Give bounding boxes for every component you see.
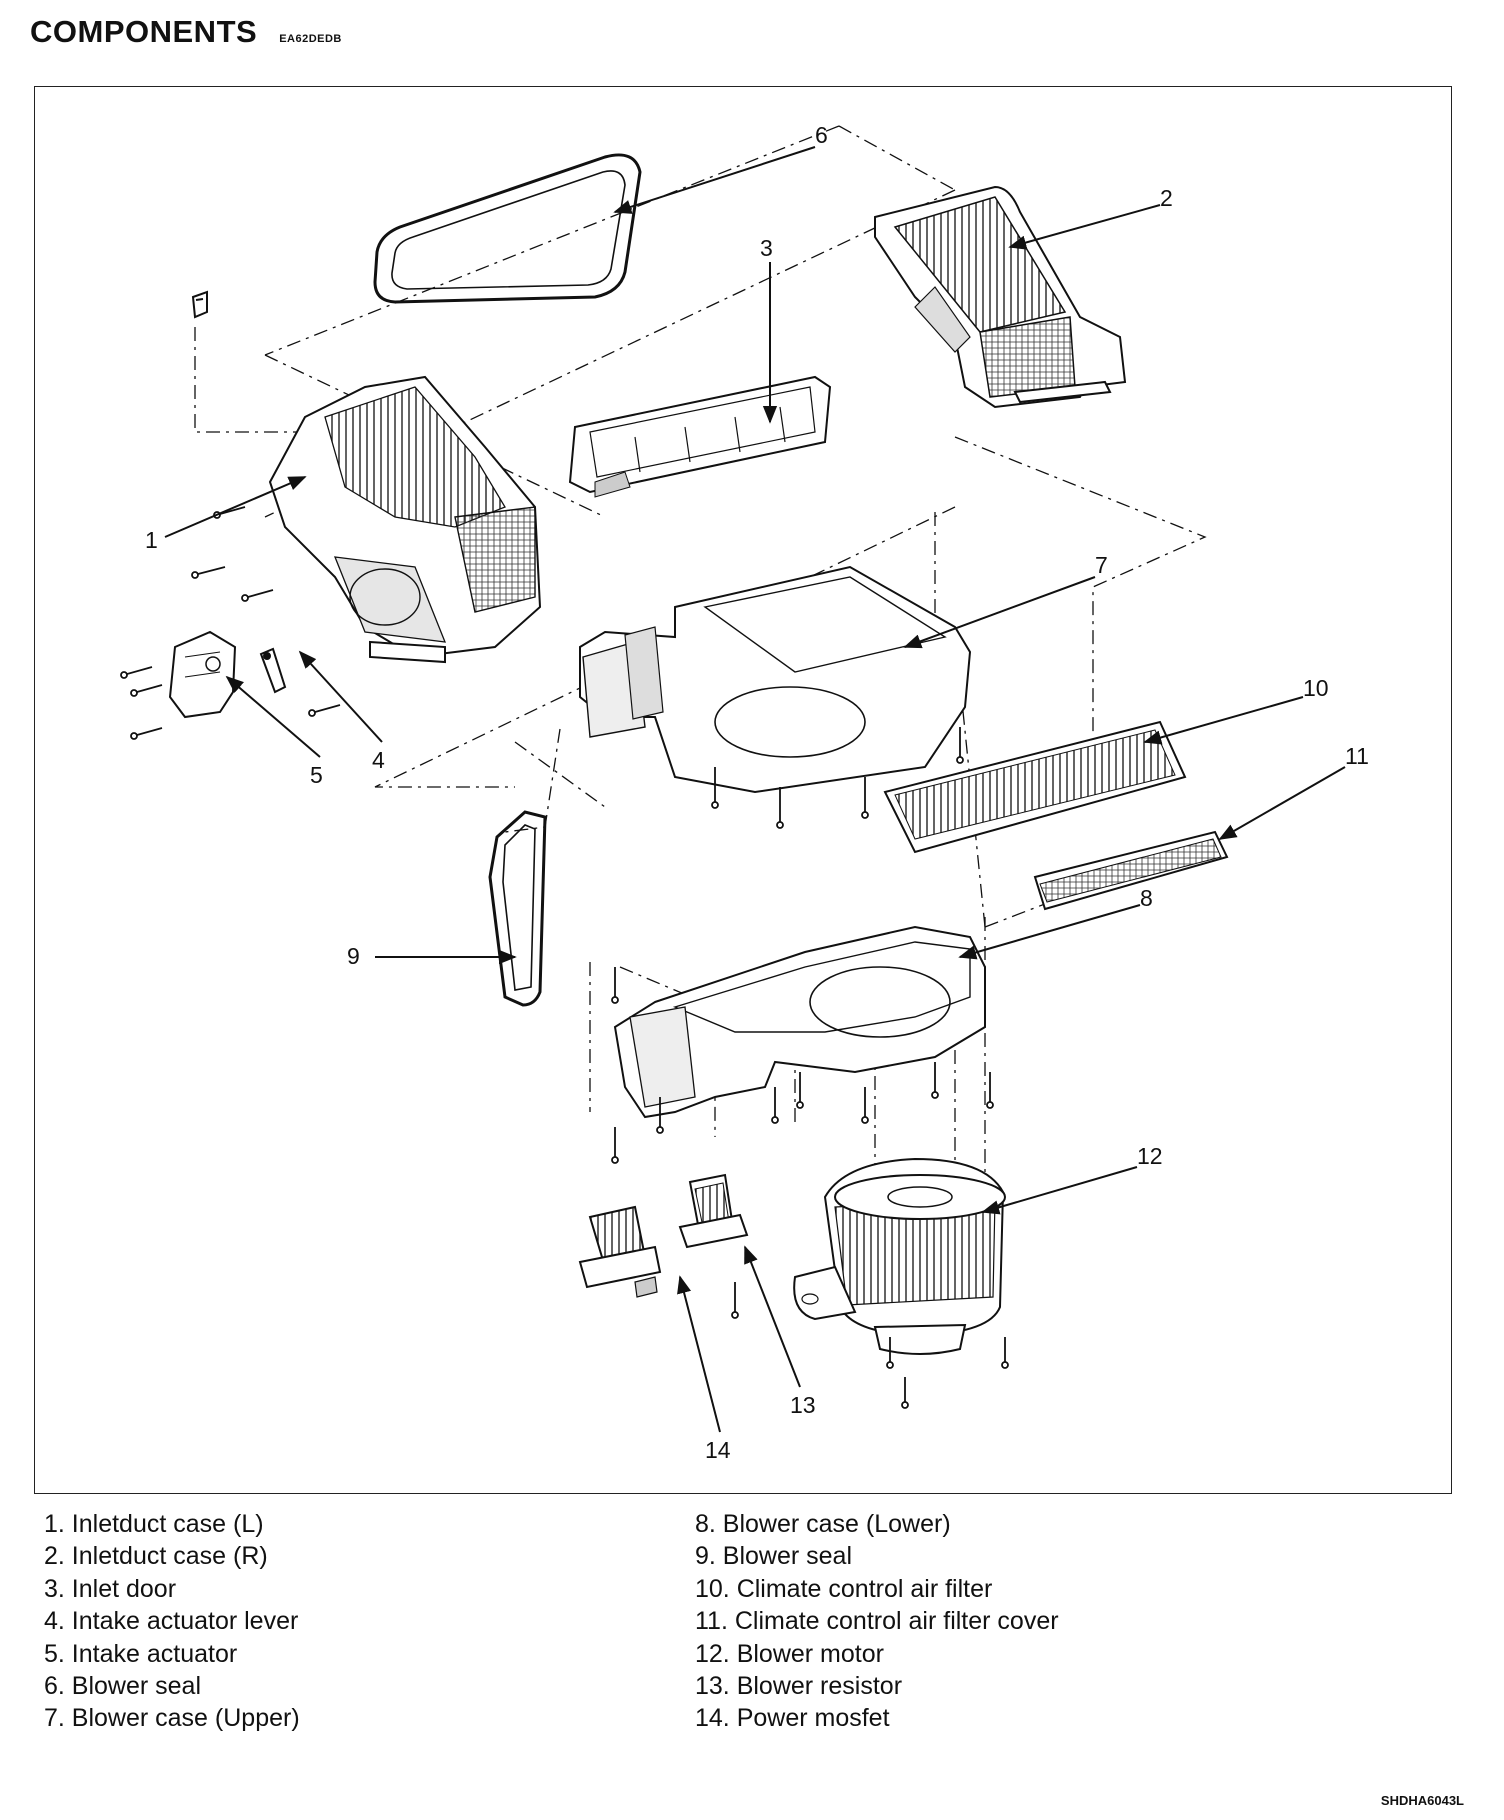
screws-upper-case-group xyxy=(711,727,964,829)
legend-left-column: 1. Inletduct case (L) 2. Inletduct case … xyxy=(44,1508,300,1735)
screws-left-group xyxy=(120,506,341,740)
callout-13: 13 xyxy=(790,1392,816,1418)
callout-labels: 1 2 3 4 5 6 7 8 9 10 11 12 13 14 xyxy=(35,87,1453,1495)
legend-item: 2. Inletduct case (R) xyxy=(44,1542,268,1571)
blower-resistor-shape xyxy=(678,1173,749,1249)
power-mosfet-shape xyxy=(578,1205,662,1298)
figure-code: SHDHA6043L xyxy=(1380,1793,1464,1808)
page-title: COMPONENTS xyxy=(30,14,258,49)
callout-8: 8 xyxy=(1140,885,1153,911)
legend-item: 14. Power mosfet xyxy=(695,1704,890,1733)
callout-11: 11 xyxy=(1345,743,1369,769)
intake-actuator-lever-shape xyxy=(259,647,287,694)
legend-item: 4. Intake actuator lever xyxy=(44,1607,299,1636)
callout-9: 9 xyxy=(347,943,360,969)
diagram-drawing xyxy=(120,125,1346,1433)
legend-item: 10. Climate control air filter xyxy=(695,1574,993,1603)
legend-right-column: 8. Blower case (Lower) 9. Blower seal 10… xyxy=(695,1508,1059,1735)
legend-item: 12. Blower motor xyxy=(695,1639,884,1668)
screws-motor-group xyxy=(731,1282,1009,1409)
inletduct-case-left-shape xyxy=(268,375,542,664)
callout-6: 6 xyxy=(815,122,828,148)
callout-3: 3 xyxy=(760,235,773,261)
callout-4: 4 xyxy=(372,747,385,773)
legend-item: 6. Blower seal xyxy=(44,1672,202,1701)
blower-seal-side-shape xyxy=(488,810,547,1007)
blower-case-upper-shape xyxy=(579,565,972,794)
callout-14: 14 xyxy=(705,1437,731,1463)
page-header: COMPONENTS EA62DEDB xyxy=(30,14,342,50)
legend-item: 9. Blower seal xyxy=(695,1542,853,1571)
callout-12: 12 xyxy=(1137,1143,1163,1169)
inlet-door-shape xyxy=(568,375,832,498)
air-filter-shape xyxy=(883,720,1187,854)
screws-lower-case-group xyxy=(611,967,994,1164)
legend-item: 13. Blower resistor xyxy=(695,1672,903,1701)
legend-item: 5. Intake actuator xyxy=(44,1639,238,1668)
callout-2: 2 xyxy=(1160,185,1173,211)
callout-10: 10 xyxy=(1303,675,1329,701)
air-filter-cover-shape xyxy=(1033,830,1229,911)
section-code: EA62DEDB xyxy=(279,33,342,45)
legend-item: 8. Blower case (Lower) xyxy=(695,1510,951,1538)
exploded-diagram: 1 2 3 4 5 6 7 8 9 10 11 12 13 14 xyxy=(34,86,1452,1494)
blower-seal-top-shape xyxy=(373,153,642,304)
callout-1: 1 xyxy=(145,527,158,553)
intake-actuator-shape xyxy=(168,630,237,719)
blower-case-lower-shape xyxy=(613,925,986,1119)
inletduct-case-right-shape xyxy=(874,185,1127,409)
blower-motor-shape xyxy=(793,1157,1006,1355)
callout-5: 5 xyxy=(310,762,323,788)
callout-7: 7 xyxy=(1095,552,1108,578)
legend-item: 11. Climate control air filter cover xyxy=(695,1607,1059,1636)
retaining-clip-shape xyxy=(191,290,208,319)
legend-item: 3. Inlet door xyxy=(44,1574,177,1603)
legend-item: 1. Inletduct case (L) xyxy=(44,1510,264,1538)
legend-item: 7. Blower case (Upper) xyxy=(44,1704,300,1733)
